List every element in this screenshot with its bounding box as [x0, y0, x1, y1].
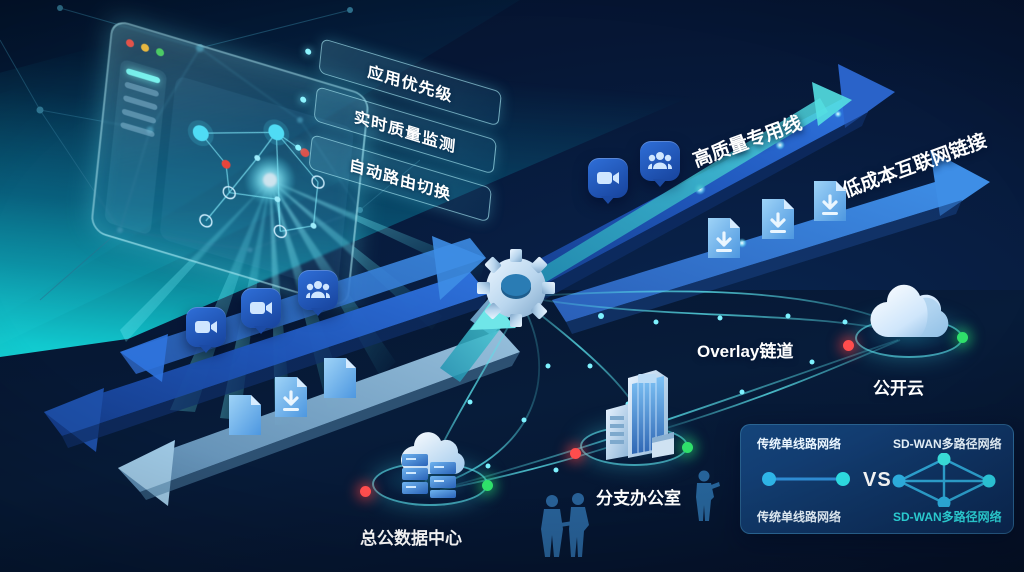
arrow-return-dark [44, 272, 488, 452]
video-camera-glyph [597, 172, 619, 184]
video-camera-glyph [250, 302, 272, 314]
document-download-icon[interactable] [271, 374, 311, 420]
document-download-icon[interactable] [704, 215, 744, 261]
video-camera-icon[interactable] [588, 158, 628, 204]
status-dot-green [682, 442, 693, 453]
people-silhouette [541, 493, 589, 557]
document-download-icon[interactable] [810, 178, 850, 224]
video-camera-icon[interactable] [241, 288, 281, 334]
dashboard-frame [89, 18, 371, 309]
video-camera-glyph [195, 321, 217, 333]
people-group-glyph [648, 152, 672, 169]
video-camera-icon[interactable] [186, 307, 226, 353]
legend-vs-label: VS [863, 469, 892, 491]
people-group-glyph [306, 281, 330, 298]
document-icon[interactable] [320, 355, 360, 401]
people-group-icon[interactable] [640, 141, 680, 187]
status-dot-red [360, 486, 371, 497]
gear-icon[interactable] [470, 242, 562, 334]
legend-single-path-diagram [762, 472, 850, 486]
node-label: 总公数据中心 [360, 529, 462, 548]
legend-title-multi-path: SD-WAN多路径网络 [893, 437, 1002, 451]
cloud-icon [870, 284, 949, 338]
overlay-link-label: Overlay链道 [697, 342, 794, 361]
people-group-icon[interactable] [298, 270, 338, 316]
person-silhouette [696, 470, 720, 521]
status-dot-red [570, 448, 581, 459]
office-building-icon [606, 370, 674, 460]
legend-panel: 传统单线路网络 SD-WAN多路径网络 VS 传统单线路网络 SD-WAN多路径… [740, 424, 1014, 534]
legend-title-single-path: 传统单线路网络 [757, 437, 842, 451]
legend-caption-single-path: 传统单线路网络 [757, 510, 842, 524]
arrow-overlay-cyan [505, 82, 852, 302]
node-label: 分支办公室 [596, 489, 681, 508]
arrow-left-small-inbound [120, 334, 168, 382]
sdwan-dashboard-window[interactable] [89, 18, 371, 309]
status-dot-green [957, 332, 968, 343]
legend-caption-multi-path: SD-WAN多路径网络 [893, 510, 1002, 524]
document-download-icon[interactable] [758, 196, 798, 242]
legend-multi-path-diagram [892, 453, 996, 507]
network-topology-graph [187, 119, 325, 239]
status-dot-green [482, 480, 493, 491]
document-icon[interactable] [225, 392, 265, 438]
dashboard-topology-panel [159, 74, 355, 292]
node-label: 公开云 [873, 379, 924, 398]
status-dot-red [843, 340, 854, 351]
cloud-server-icon [400, 432, 465, 498]
